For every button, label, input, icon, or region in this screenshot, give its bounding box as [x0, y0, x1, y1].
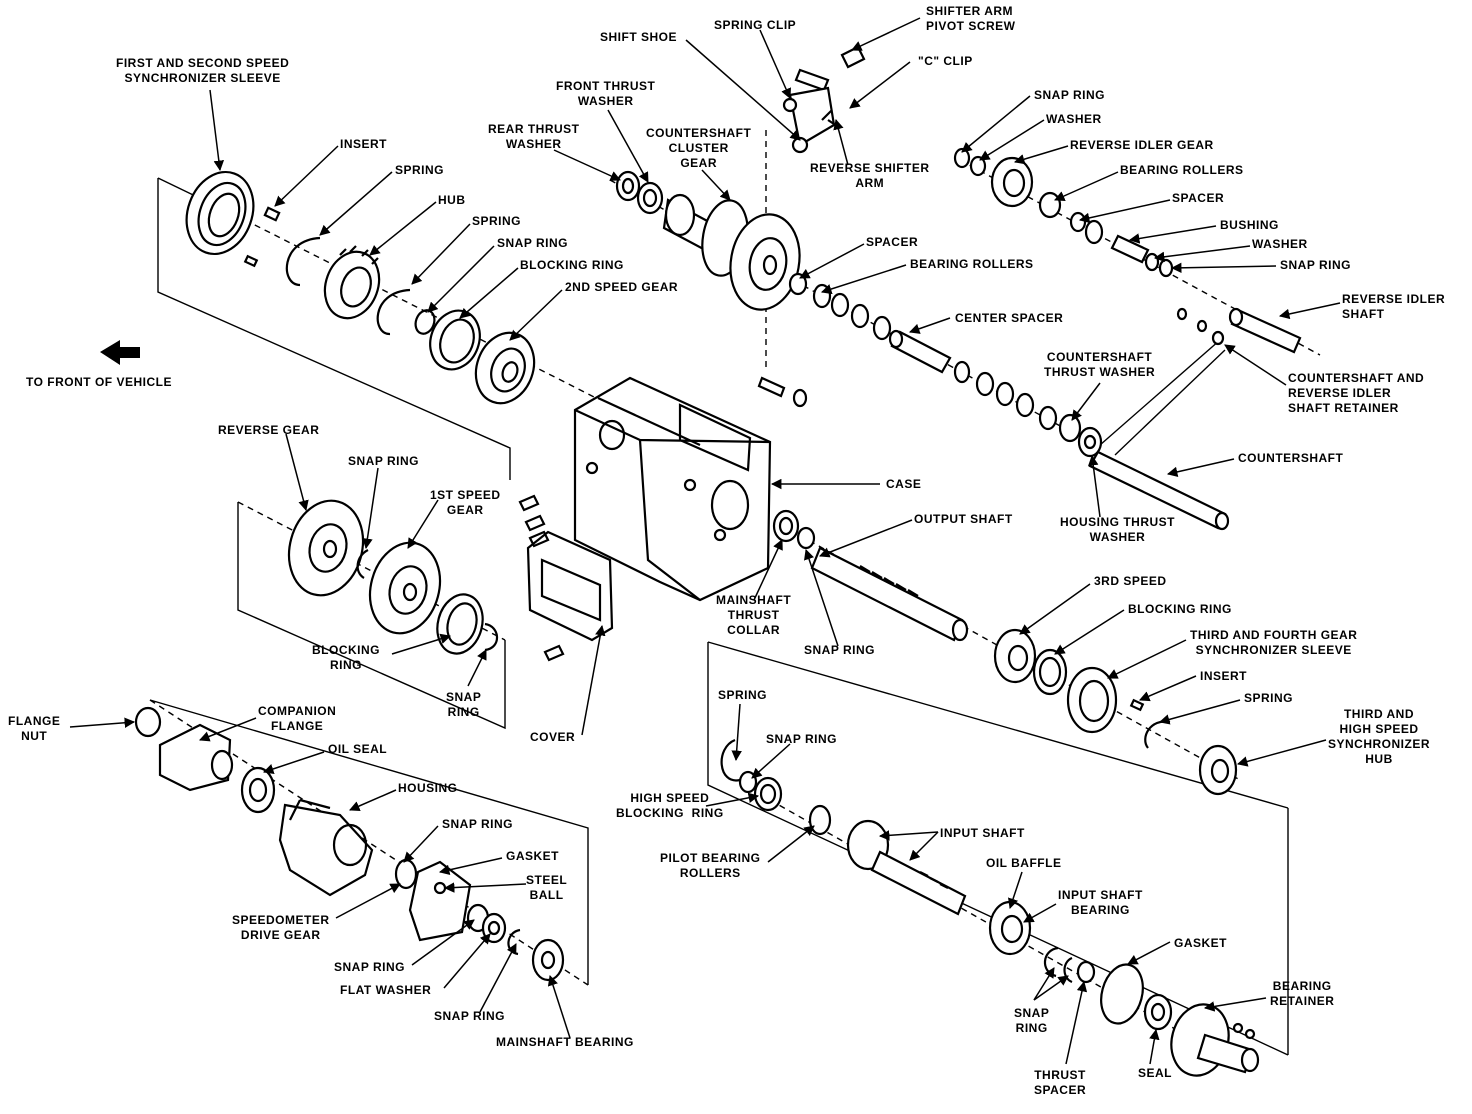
- label-housing: HOUSING: [398, 781, 458, 795]
- label-to-front: TO FRONT OF VEHICLE: [26, 375, 172, 389]
- spring-part-1: [285, 236, 321, 287]
- cover-part: [518, 494, 614, 662]
- label-high-speed-blocking-ring: HIGH SPEED BLOCKING RING: [616, 791, 724, 820]
- label-spring-1: SPRING: [395, 163, 445, 177]
- label-c-clip: "C" CLIP: [918, 54, 973, 68]
- label-mainshaft-bearing: MAINSHAFT BEARING: [496, 1035, 634, 1049]
- label-insert-1: INSERT: [340, 137, 388, 151]
- label-spring-4: SPRING: [718, 688, 768, 702]
- label-reverse-gear: REVERSE GEAR: [218, 423, 320, 437]
- label-third-speed: 3RD SPEED: [1094, 574, 1167, 588]
- leader-lines: [69, 17, 1341, 1065]
- spacer-and-rollers: [788, 272, 892, 341]
- shift-linkage: [782, 45, 866, 154]
- label-front-thrust-washer: FRONT THRUST WASHER: [556, 79, 656, 108]
- reverse-first-group: [287, 499, 499, 655]
- label-case: CASE: [886, 477, 922, 491]
- label-second-speed-gear: 2ND SPEED GEAR: [565, 280, 679, 294]
- label-input-shaft: INPUT SHAFT: [940, 826, 1025, 840]
- label-speedometer-drive-gear: SPEEDOMETER DRIVE GEAR: [232, 913, 330, 942]
- input-shaft-group: [720, 738, 1260, 1077]
- label-rear-thrust-washer: REAR THRUST WASHER: [488, 122, 580, 151]
- label-third-high-hub: THIRD AND HIGH SPEED SYNCHRONIZER HUB: [1328, 707, 1431, 766]
- label-countershaft-retainer: COUNTERSHAFT AND REVERSE IDLER SHAFT RET…: [1288, 371, 1425, 415]
- label-output-shaft: OUTPUT SHAFT: [914, 512, 1013, 526]
- label-gasket-1: GASKET: [506, 849, 560, 863]
- to-front-arrow-icon: [100, 340, 140, 365]
- label-snap-ring-6: SNAP RING: [804, 643, 875, 657]
- label-companion-flange: COMPANION FLANGE: [258, 704, 337, 733]
- label-snap-ring-3: SNAP RING: [1280, 258, 1351, 272]
- transmission-case: [573, 376, 808, 602]
- hub-part: [323, 245, 381, 320]
- label-oil-seal: OIL SEAL: [328, 742, 388, 756]
- label-bearing-rollers-2: BEARING ROLLERS: [910, 257, 1034, 271]
- label-snap-ring-9: SNAP RING: [434, 1009, 505, 1023]
- label-countershaft: COUNTERSHAFT: [1238, 451, 1344, 465]
- label-pilot-bearing-rollers: PILOT BEARING ROLLERS: [660, 851, 761, 880]
- label-spring-clip: SPRING CLIP: [714, 18, 797, 32]
- label-shifter-arm-pivot-screw: SHIFTER ARM PIVOT SCREW: [926, 4, 1016, 33]
- label-blocking-ring-2: BLOCKING RING: [312, 643, 380, 672]
- label-bushing: BUSHING: [1220, 218, 1279, 232]
- label-thrust-spacer: THRUST SPACER: [1034, 1068, 1087, 1097]
- label-shift-shoe: SHIFT SHOE: [600, 30, 678, 44]
- label-hub-1: HUB: [438, 193, 466, 207]
- label-snap-ring-10: SNAP RING: [766, 732, 837, 746]
- label-steel-ball: STEEL BALL: [526, 873, 568, 902]
- label-spring-3: SPRING: [1244, 691, 1294, 705]
- label-insert-2: INSERT: [1200, 669, 1248, 683]
- label-first-speed-gear: 1ST SPEED GEAR: [430, 488, 501, 517]
- label-cover: COVER: [530, 730, 576, 744]
- label-housing-thrust-washer: HOUSING THRUST WASHER: [1060, 515, 1175, 544]
- label-snap-ring-8: SNAP RING: [334, 960, 405, 974]
- label-first-second-sleeve: FIRST AND SECOND SPEED SYNCHRONIZER SLEE…: [116, 56, 290, 85]
- label-countershaft-cluster-gear: COUNTERSHAFT CLUSTER GEAR: [646, 126, 752, 170]
- label-reverse-shifter-arm: REVERSE SHIFTER ARM: [810, 161, 930, 190]
- label-gasket-2: GASKET: [1174, 936, 1228, 950]
- label-seal: SEAL: [1138, 1066, 1173, 1080]
- label-bearing-rollers-1: BEARING ROLLERS: [1120, 163, 1244, 177]
- label-mainshaft-thrust-collar: MAINSHAFT THRUST COLLAR: [716, 593, 792, 637]
- label-third-fourth-sleeve: THIRD AND FOURTH GEAR SYNCHRONIZER SLEEV…: [1190, 628, 1358, 657]
- label-center-spacer: CENTER SPACER: [955, 311, 1064, 325]
- label-snap-ring-1: SNAP RING: [497, 236, 568, 250]
- label-input-shaft-bearing: INPUT SHAFT BEARING: [1058, 888, 1143, 917]
- label-flat-washer: FLAT WASHER: [340, 983, 432, 997]
- label-snap-ring-7: SNAP RING: [442, 817, 513, 831]
- extension-housing-group: [134, 706, 565, 982]
- label-flange-nut: FLANGE NUT: [8, 714, 61, 743]
- label-snap-ring-11: SNAP RING: [1014, 1006, 1050, 1035]
- third-gear-and-sync: [993, 628, 1238, 796]
- label-oil-baffle: OIL BAFFLE: [986, 856, 1062, 870]
- countershaft-cluster-gear-part: [662, 193, 801, 311]
- first-second-synchronizer-sleeve: [185, 170, 255, 256]
- label-snap-ring-2: SNAP RING: [1034, 88, 1105, 102]
- label-snap-ring-4: SNAP RING: [348, 454, 419, 468]
- label-spring-2: SPRING: [472, 214, 522, 228]
- thrust-washers: [615, 170, 664, 215]
- insert-part: [243, 206, 281, 268]
- label-countershaft-thrust-washer: COUNTERSHAFT THRUST WASHER: [1044, 350, 1156, 379]
- label-washer-1: WASHER: [1046, 112, 1102, 126]
- label-bearing-retainer: BEARING RETAINER: [1270, 979, 1335, 1008]
- output-shaft-group: [772, 509, 969, 642]
- label-reverse-idler-shaft: REVERSE IDLER SHAFT: [1342, 292, 1446, 321]
- spring-part-2: [376, 288, 411, 336]
- label-spacer-1: SPACER: [1172, 191, 1225, 205]
- label-snap-ring-5: SNAP RING: [446, 690, 482, 719]
- label-washer-2: WASHER: [1252, 237, 1308, 251]
- rear-rollers: [953, 360, 1103, 458]
- center-spacer-part: [888, 329, 952, 374]
- label-spacer-2: SPACER: [866, 235, 919, 249]
- label-blocking-ring-1: BLOCKING RING: [520, 258, 624, 272]
- label-reverse-idler-gear: REVERSE IDLER GEAR: [1070, 138, 1214, 152]
- label-blocking-ring-3: BLOCKING RING: [1128, 602, 1232, 616]
